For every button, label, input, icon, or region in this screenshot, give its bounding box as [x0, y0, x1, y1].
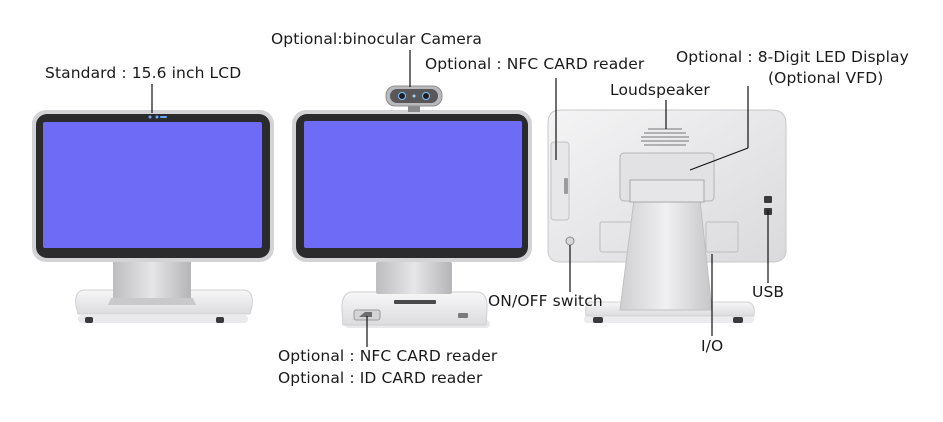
base-foot-left	[593, 317, 603, 323]
label-led-line1: Optional : 8-Digit LED Display	[676, 48, 909, 66]
camera-mount	[408, 104, 420, 112]
label-standard-lcd: Standard : 15.6 inch LCD	[45, 64, 242, 82]
label-on-off: ON/OFF switch	[488, 292, 603, 310]
leader-led-diagonal	[689, 147, 749, 171]
camera-dot-icon	[155, 115, 159, 119]
base-shadow	[78, 315, 248, 323]
lcd-screen	[304, 121, 522, 248]
sensor-bar	[160, 116, 167, 118]
camera-lens-icon	[398, 92, 406, 100]
card-icon	[359, 312, 372, 317]
camera-dot-icon	[148, 115, 152, 119]
label-led-line2: (Optional VFD)	[768, 69, 884, 87]
terminal-front-optional	[292, 85, 532, 328]
printer-slot	[394, 300, 436, 304]
nfc-reader-indicator	[458, 313, 468, 318]
power-button	[565, 236, 575, 246]
side-slot	[564, 178, 568, 194]
base-foot-right	[216, 317, 224, 323]
side-panel	[550, 141, 570, 221]
terminal-front-standard	[32, 110, 274, 323]
label-id-card: Optional : ID CARD reader	[278, 369, 483, 387]
base-foot-left	[85, 317, 93, 323]
usb-port	[764, 196, 772, 203]
label-camera: Optional:binocular Camera	[271, 30, 482, 48]
label-usb: USB	[752, 283, 785, 301]
terminal-rear-view	[547, 109, 787, 323]
stand-neck	[376, 262, 452, 294]
base-shadow	[584, 316, 754, 323]
io-cover-right	[705, 221, 739, 253]
stand-top-block	[629, 179, 705, 203]
camera-led-icon	[412, 94, 416, 98]
leader-lines	[151, 50, 769, 347]
lcd-screen	[43, 122, 262, 248]
label-nfc-bottom: Optional : NFC CARD reader	[278, 347, 498, 365]
label-io: I/O	[701, 337, 724, 355]
base-foot-right	[733, 317, 743, 323]
stand-leg	[619, 199, 713, 311]
stand-neck	[113, 259, 191, 299]
label-nfc-top: Optional : NFC CARD reader	[425, 55, 645, 73]
stand-arm	[108, 298, 196, 305]
label-loudspeaker: Loudspeaker	[610, 81, 710, 99]
camera-lens-icon	[422, 92, 430, 100]
